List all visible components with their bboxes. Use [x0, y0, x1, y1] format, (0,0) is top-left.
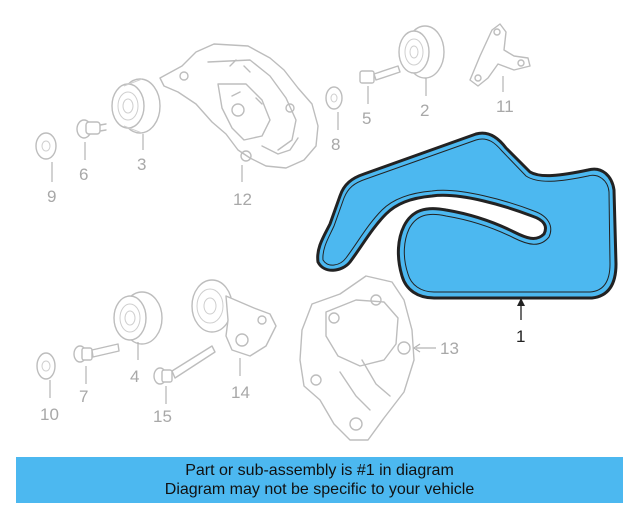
callout-2: 2 — [420, 101, 429, 120]
callout-14: 14 — [231, 383, 250, 402]
part-6-bolt — [76, 119, 107, 160]
part-1-serpentine-belt — [316, 131, 618, 320]
callout-11: 11 — [496, 97, 514, 116]
callout-13: 13 — [440, 339, 459, 358]
callout-12: 12 — [233, 190, 252, 209]
callout-9: 9 — [47, 187, 56, 206]
part-7-bolt — [73, 343, 120, 384]
part-8-washer — [325, 86, 343, 130]
part-15-bolt — [153, 345, 216, 404]
callout-4: 4 — [130, 367, 139, 386]
callout-10: 10 — [40, 405, 59, 424]
callout-7: 7 — [79, 387, 88, 406]
info-banner: Part or sub-assembly is #1 in diagram Di… — [16, 457, 623, 503]
part-2-pulley — [398, 25, 445, 96]
part-12-bracket — [159, 43, 319, 182]
part-13-bracket — [299, 275, 436, 441]
callout-5: 5 — [362, 109, 371, 128]
banner-line-1: Part or sub-assembly is #1 in diagram — [185, 462, 454, 479]
callout-15: 15 — [153, 407, 172, 426]
banner-line-2: Diagram may not be specific to your vehi… — [164, 481, 475, 498]
callout-3: 3 — [137, 155, 146, 174]
part-9-washer — [35, 132, 57, 182]
part-5-bolt — [359, 65, 401, 104]
part-10-washer — [36, 352, 56, 398]
callout-1: 1 — [516, 327, 525, 346]
part-11-bracket — [469, 23, 531, 92]
part-4-pulley — [113, 291, 163, 360]
callout-8: 8 — [331, 135, 340, 154]
callout-6: 6 — [79, 165, 88, 184]
part-3-pulley — [111, 78, 161, 150]
part-14-tensioner — [191, 279, 277, 376]
